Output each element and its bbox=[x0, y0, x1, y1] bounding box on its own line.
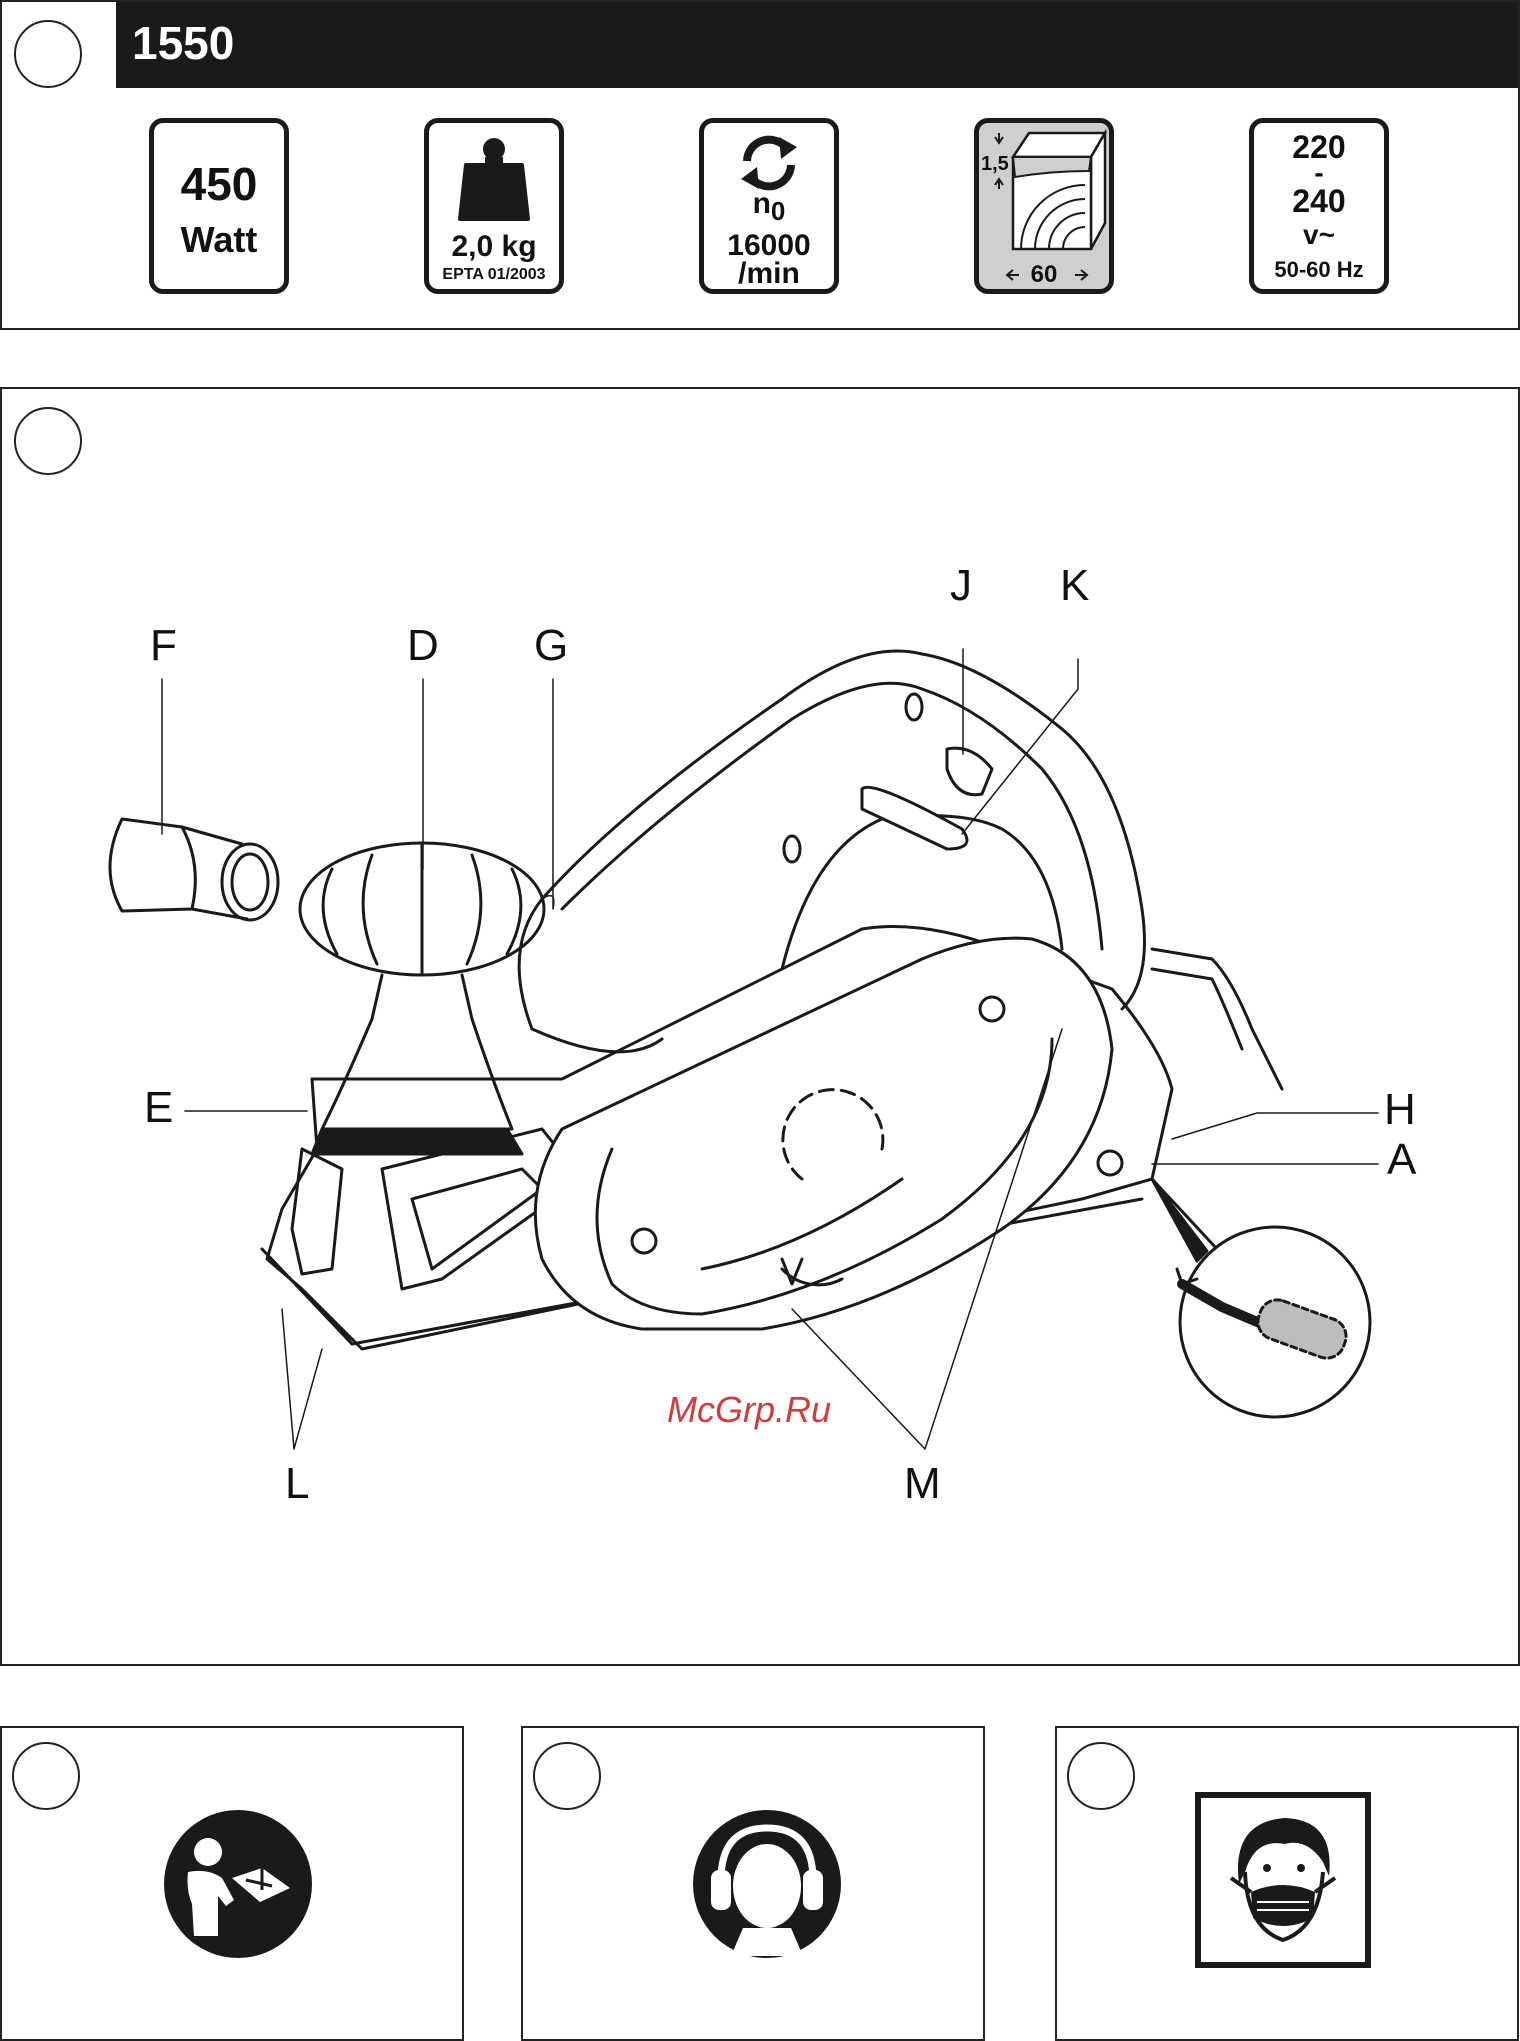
weight-icon bbox=[454, 131, 534, 227]
wrench-inset bbox=[1152, 1179, 1370, 1417]
power-value: 450 bbox=[154, 161, 284, 207]
frequency: 50-60 Hz bbox=[1254, 259, 1384, 281]
read-manual-icon bbox=[162, 1808, 314, 1960]
ear-protection-icon bbox=[691, 1808, 843, 1960]
weight-value: 2,0 kg bbox=[429, 230, 559, 264]
model-number: 1550 bbox=[132, 16, 234, 70]
power-cable bbox=[1152, 949, 1282, 1089]
planing-width: 60 bbox=[979, 261, 1109, 289]
speed-spec: n0 16000 /min bbox=[699, 118, 839, 294]
figure-number-circle bbox=[14, 20, 82, 88]
spec-panel: 1550 450 Watt 2,0 kg EPTA 01/2003 n0 160… bbox=[0, 0, 1520, 330]
callout-h: H bbox=[1384, 1085, 1416, 1135]
speed-unit: /min bbox=[704, 259, 834, 289]
dust-mask-icon bbox=[1195, 1792, 1371, 1968]
planing-spec: 1,5 60 bbox=[974, 118, 1114, 294]
callout-f: F bbox=[150, 621, 177, 671]
callout-j: J bbox=[950, 561, 972, 611]
tool-illustration-panel: F D G J K E H A L M McGrp.Ru bbox=[0, 387, 1520, 1666]
callout-m: M bbox=[904, 1459, 941, 1509]
planing-depth: 1,5 bbox=[981, 153, 1009, 176]
power-unit: Watt bbox=[154, 219, 284, 261]
power-spec: 450 Watt bbox=[149, 118, 289, 294]
weight-standard: EPTA 01/2003 bbox=[429, 266, 559, 284]
callout-d: D bbox=[407, 621, 439, 671]
figure-number-circle bbox=[12, 1742, 80, 1810]
voltage-unit: v~ bbox=[1254, 221, 1384, 249]
voltage-spec: 220 - 240 v~ 50-60 Hz bbox=[1249, 118, 1389, 294]
figure-number-circle bbox=[533, 1742, 601, 1810]
figure-number-circle bbox=[1067, 1742, 1135, 1810]
callout-k: K bbox=[1060, 561, 1089, 611]
watermark: McGrp.Ru bbox=[667, 1389, 831, 1431]
planer-illustration bbox=[2, 389, 1518, 1664]
weight-spec: 2,0 kg EPTA 01/2003 bbox=[424, 118, 564, 294]
dust-extraction-nozzle bbox=[110, 819, 278, 920]
safety-panel-dust-mask bbox=[1055, 1726, 1519, 2041]
speed-symbol: n0 bbox=[704, 189, 834, 224]
safety-panel-ear-protection bbox=[521, 1726, 985, 2041]
callout-a: A bbox=[1387, 1135, 1416, 1185]
callout-l: L bbox=[285, 1459, 309, 1509]
callout-e: E bbox=[144, 1083, 173, 1133]
safety-panel-read-manual bbox=[0, 1726, 464, 2041]
callout-g: G bbox=[534, 621, 568, 671]
belt-cover bbox=[535, 938, 1122, 1329]
voltage-high: 240 bbox=[1254, 185, 1384, 217]
title-bar: 1550 bbox=[116, 2, 1518, 88]
depth-adjustment-knob bbox=[300, 843, 544, 1154]
